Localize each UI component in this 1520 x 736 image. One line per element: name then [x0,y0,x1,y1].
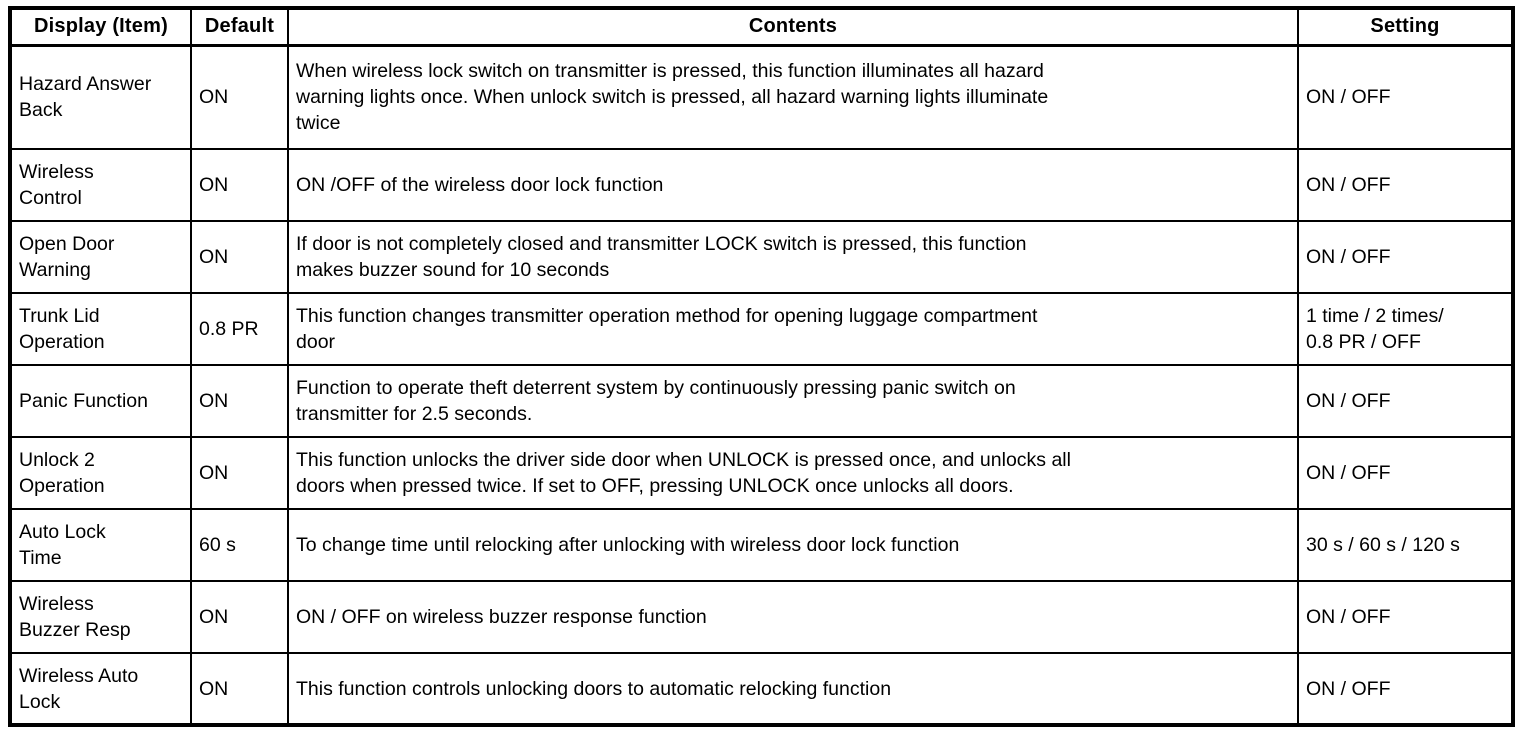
contents-cell: To change time until relocking after unl… [287,508,1299,582]
setting-cell: ON / OFF [1297,220,1514,294]
display-item-cell: Trunk Lid Operation [9,292,192,366]
default-cell: 0.8 PR [190,292,289,366]
default-cell: ON [190,220,289,294]
contents-cell: This function controls unlocking doors t… [287,652,1299,726]
contents-cell: If door is not completely closed and tra… [287,220,1299,294]
contents-cell: When wireless lock switch on transmitter… [287,44,1299,150]
table-row-wireless-auto-lock: Wireless Auto Lock ON This function cont… [9,652,1514,726]
table-row-open-door-warning: Open Door Warning ON If door is not comp… [9,220,1514,294]
table-row-auto-lock-time: Auto Lock Time 60 s To change time until… [9,508,1514,582]
wireless-settings-table: Display (Item) Default Contents Setting … [8,6,1515,727]
setting-cell: ON / OFF [1297,652,1514,726]
display-item-cell: Panic Function [9,364,192,438]
display-item-cell: Wireless Buzzer Resp [9,580,192,654]
default-cell: ON [190,436,289,510]
display-item-cell: Open Door Warning [9,220,192,294]
setting-cell: ON / OFF [1297,436,1514,510]
contents-cell: This function unlocks the driver side do… [287,436,1299,510]
display-item-cell: Unlock 2 Operation [9,436,192,510]
setting-cell: ON / OFF [1297,148,1514,222]
setting-cell: 1 time / 2 times/ 0.8 PR / OFF [1297,292,1514,366]
setting-cell: 30 s / 60 s / 120 s [1297,508,1514,582]
table-row-trunk-lid-operation: Trunk Lid Operation 0.8 PR This function… [9,292,1514,366]
column-header-display-item: Display (Item) [9,7,192,47]
display-item-cell: Hazard Answer Back [9,44,192,150]
table-row-hazard-answer-back: Hazard Answer Back ON When wireless lock… [9,44,1514,150]
header-row: Display (Item) Default Contents Setting [9,7,1514,47]
default-cell: ON [190,652,289,726]
display-item-cell: Wireless Control [9,148,192,222]
table-row-wireless-control: Wireless Control ON ON /OFF of the wirel… [9,148,1514,222]
default-cell: ON [190,364,289,438]
contents-cell: Function to operate theft deterrent syst… [287,364,1299,438]
column-header-default: Default [190,7,289,47]
setting-cell: ON / OFF [1297,44,1514,150]
display-item-cell: Auto Lock Time [9,508,192,582]
column-header-contents: Contents [287,7,1299,47]
column-header-setting: Setting [1297,7,1514,47]
table-row-wireless-buzzer-resp: Wireless Buzzer Resp ON ON / OFF on wire… [9,580,1514,654]
display-item-cell: Wireless Auto Lock [9,652,192,726]
setting-cell: ON / OFF [1297,364,1514,438]
default-cell: ON [190,148,289,222]
contents-cell: This function changes transmitter operat… [287,292,1299,366]
table-row-panic-function: Panic Function ON Function to operate th… [9,364,1514,438]
contents-cell: ON /OFF of the wireless door lock functi… [287,148,1299,222]
contents-cell: ON / OFF on wireless buzzer response fun… [287,580,1299,654]
table-row-unlock-2-operation: Unlock 2 Operation ON This function unlo… [9,436,1514,510]
setting-cell: ON / OFF [1297,580,1514,654]
default-cell: 60 s [190,508,289,582]
default-cell: ON [190,44,289,150]
default-cell: ON [190,580,289,654]
